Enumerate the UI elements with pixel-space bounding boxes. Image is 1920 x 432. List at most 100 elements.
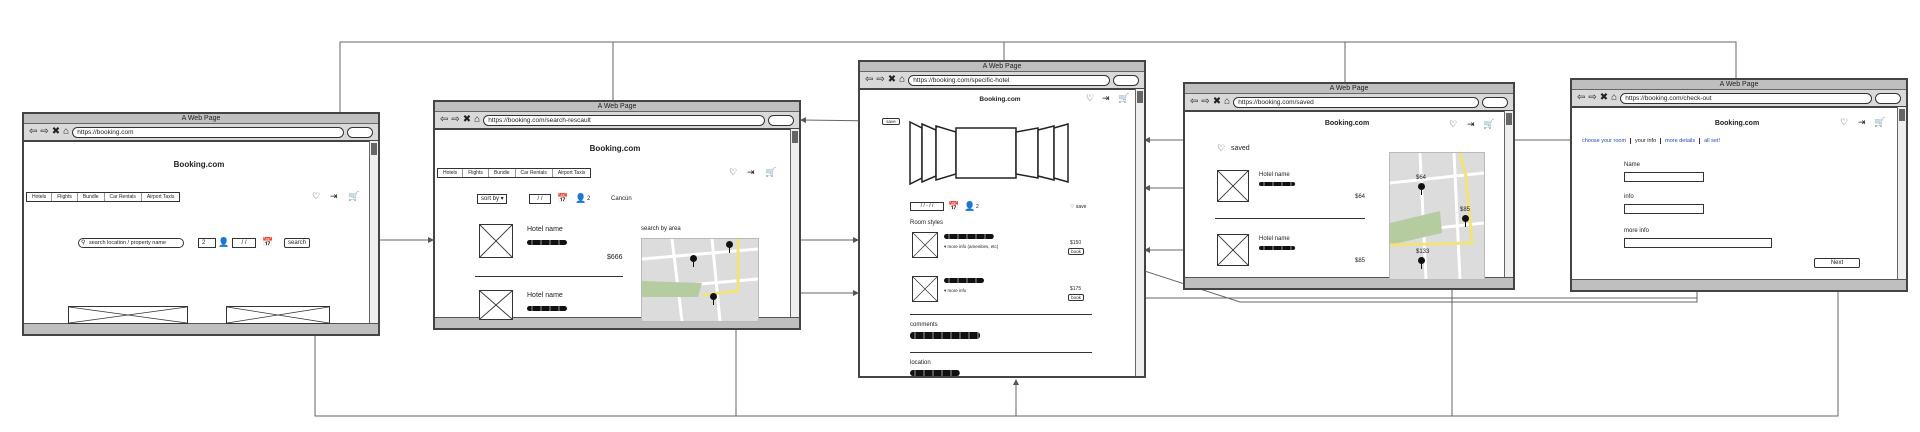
home-icon[interactable]: ⌂ [474, 114, 481, 125]
nav-airport-taxis[interactable]: Airport Taxis [146, 194, 175, 200]
vertical-scrollbar[interactable] [1504, 111, 1513, 278]
hotel-image [479, 290, 513, 320]
forward-icon[interactable]: ⇨ [1201, 96, 1210, 107]
book-button[interactable]: book [1068, 294, 1084, 301]
home-icon[interactable]: ⌂ [1611, 92, 1618, 103]
nav-bundle[interactable]: Bundle [78, 193, 105, 201]
step-choose-room[interactable]: choose your room [1578, 138, 1632, 144]
hotel-name[interactable]: Hotel name [527, 292, 563, 299]
forward-icon[interactable]: ⇨ [876, 74, 885, 85]
heart-icon[interactable]: ♡ [312, 191, 321, 201]
status-bar [1572, 279, 1906, 290]
close-icon[interactable]: ✖ [51, 126, 61, 137]
vertical-scrollbar[interactable] [790, 129, 799, 318]
map-pin-icon[interactable] [726, 241, 733, 253]
window-title: A Web Page [435, 102, 799, 112]
close-icon[interactable]: ✖ [1212, 96, 1222, 107]
forward-icon[interactable]: ⇨ [40, 126, 49, 137]
map-pin-icon[interactable] [1462, 215, 1469, 227]
browser-search-field[interactable] [768, 114, 794, 126]
cart-icon[interactable]: 🛒 [765, 167, 777, 177]
hotel-name[interactable]: Hotel name [1259, 172, 1290, 178]
close-icon[interactable]: ✖ [462, 114, 472, 125]
url-bar[interactable]: https://booking.com/saved [1233, 96, 1479, 108]
heart-icon[interactable]: ♡ [1840, 117, 1849, 127]
home-icon[interactable]: ⌂ [899, 74, 906, 85]
map-pin-icon[interactable] [1418, 183, 1425, 195]
url-bar[interactable]: https://booking.com/search-rescault [483, 114, 765, 126]
save-link[interactable]: ♡ save [1070, 204, 1087, 210]
next-button[interactable]: Next [1814, 258, 1860, 268]
forward-icon[interactable]: ⇨ [1588, 92, 1597, 103]
name-field[interactable] [1624, 172, 1704, 182]
url-bar[interactable]: https://booking.com [72, 126, 344, 138]
step-your-info[interactable]: your info [1631, 138, 1662, 144]
step-all-set[interactable]: all set! [1704, 138, 1721, 144]
photo-carousel[interactable] [908, 118, 1088, 188]
search-map[interactable] [641, 238, 759, 322]
login-icon[interactable]: ⇥ [1467, 119, 1475, 129]
cart-icon[interactable]: 🛒 [348, 191, 360, 201]
url-bar[interactable]: https://booking.com/check-out [1620, 92, 1872, 104]
room-more-info[interactable]: ▾ more info (amenities, etc) [944, 244, 999, 249]
home-icon[interactable]: ⌂ [1224, 96, 1231, 107]
search-input[interactable]: search location / property name [78, 238, 184, 248]
heart-icon[interactable]: ♡ [729, 167, 738, 177]
calendar-icon[interactable]: 📅 [948, 201, 960, 211]
nav-airport-taxis[interactable]: Airport Taxis [557, 170, 586, 176]
info-field[interactable] [1624, 204, 1704, 214]
hotel-name[interactable]: Hotel name [1259, 236, 1290, 242]
nav-hotels[interactable]: Hotels [27, 193, 53, 201]
vertical-scrollbar[interactable] [1135, 89, 1144, 376]
vertical-scrollbar[interactable] [1897, 107, 1906, 280]
calendar-icon[interactable]: 📅 [557, 193, 569, 203]
browser-search-field[interactable] [347, 126, 373, 138]
search-button[interactable]: search [284, 238, 310, 248]
login-icon[interactable]: ⇥ [1102, 93, 1110, 103]
divider [1215, 218, 1365, 219]
heart-icon[interactable]: ♡ [1086, 93, 1095, 103]
close-icon[interactable]: ✖ [1599, 92, 1609, 103]
cart-icon[interactable]: 🛒 [1483, 119, 1495, 129]
back-icon[interactable]: ⇦ [1190, 96, 1199, 107]
date-input[interactable]: / / [232, 238, 256, 248]
map-pin-icon[interactable] [710, 293, 717, 305]
browser-search-field[interactable] [1113, 74, 1139, 86]
nav-flights[interactable]: Flights [52, 193, 78, 201]
url-bar[interactable]: https://booking.com/specific-hotel [908, 74, 1110, 86]
browser-search-field[interactable] [1482, 96, 1508, 108]
back-icon[interactable]: ⇦ [865, 74, 874, 85]
map-pin-icon[interactable] [690, 255, 697, 267]
nav-car-rentals[interactable]: Car Rentals [105, 193, 142, 201]
saved-map[interactable]: $64 $85 $133 [1389, 152, 1485, 280]
nav-hotels[interactable]: Hotels [438, 169, 464, 177]
back-icon[interactable]: ⇦ [29, 126, 38, 137]
back-icon[interactable]: ⇦ [440, 114, 449, 125]
guests-stepper[interactable]: 2 [198, 238, 216, 248]
room-more-info[interactable]: ▾ more info [944, 288, 967, 293]
map-pin-icon[interactable] [1418, 257, 1425, 269]
nav-car-rentals[interactable]: Car Rentals [516, 169, 553, 177]
more-info-field[interactable] [1624, 238, 1772, 248]
nav-bundle[interactable]: Bundle [489, 169, 516, 177]
login-icon[interactable]: ⇥ [747, 167, 755, 177]
save-button[interactable]: save [882, 118, 900, 125]
forward-icon[interactable]: ⇨ [451, 114, 460, 125]
close-icon[interactable]: ✖ [887, 74, 897, 85]
heart-icon[interactable]: ♡ [1449, 119, 1458, 129]
calendar-icon[interactable]: 📅 [262, 237, 274, 247]
cart-icon[interactable]: 🛒 [1118, 93, 1130, 103]
home-icon[interactable]: ⌂ [63, 126, 70, 137]
back-icon[interactable]: ⇦ [1577, 92, 1586, 103]
date-input[interactable]: / / [529, 194, 551, 204]
sort-dropdown[interactable]: sort by ▾ [477, 194, 507, 204]
nav-flights[interactable]: Flights [463, 169, 489, 177]
hotel-name[interactable]: Hotel name [527, 226, 563, 233]
date-range-input[interactable]: / / - / / [910, 202, 944, 211]
login-icon[interactable]: ⇥ [1858, 117, 1866, 127]
cart-icon[interactable]: 🛒 [1874, 117, 1886, 127]
browser-search-field[interactable] [1875, 92, 1901, 104]
book-button[interactable]: book [1068, 248, 1084, 255]
login-icon[interactable]: ⇥ [330, 191, 338, 201]
step-more-details[interactable]: more details [1661, 138, 1701, 144]
